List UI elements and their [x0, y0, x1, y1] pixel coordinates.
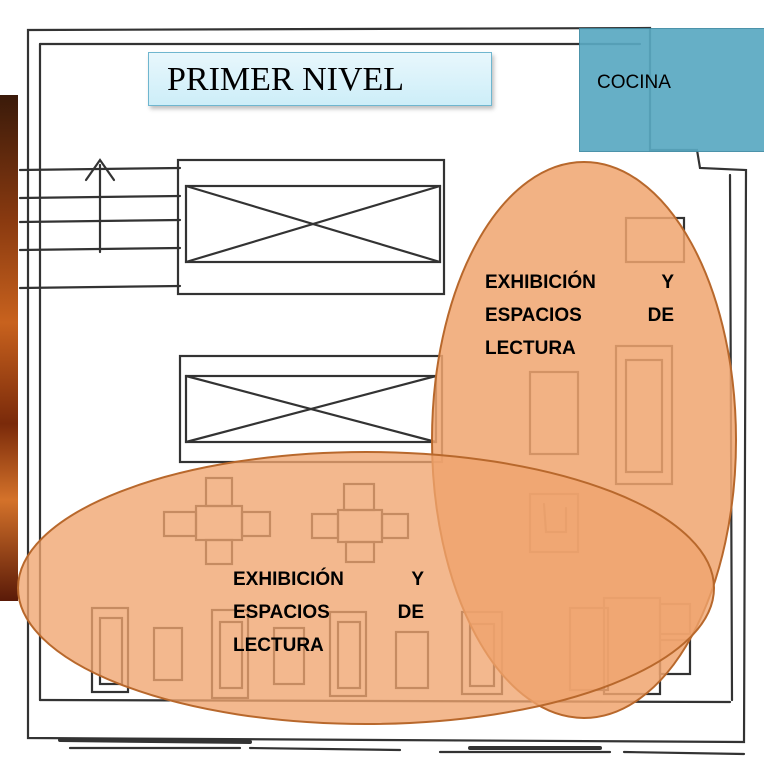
zone-ellipse-lower-left — [17, 451, 715, 725]
zone-label-line: LECTURA — [233, 635, 324, 656]
zone-label-line: EXHIBICIÓN Y — [233, 569, 424, 590]
zone-label-line: LECTURA — [485, 338, 576, 359]
zone-label-line: ESPACIOS DE — [233, 602, 424, 623]
zone-label-line: ESPACIOS DE — [485, 305, 674, 326]
background-photo-edge — [0, 95, 18, 601]
void-upper — [176, 158, 446, 296]
zone-label-upper-right: EXHIBICIÓN Y ESPACIOS DE LECTURA — [485, 266, 674, 365]
void-lower — [178, 354, 444, 464]
zone-label-line: EXHIBICIÓN Y — [485, 272, 674, 293]
page-title: PRIMER NIVEL — [148, 52, 492, 106]
stairs — [18, 158, 182, 290]
kitchen-label: COCINA — [597, 72, 671, 93]
zone-label-lower-left: EXHIBICIÓN Y ESPACIOS DE LECTURA — [233, 563, 424, 662]
kitchen-box — [579, 28, 764, 152]
